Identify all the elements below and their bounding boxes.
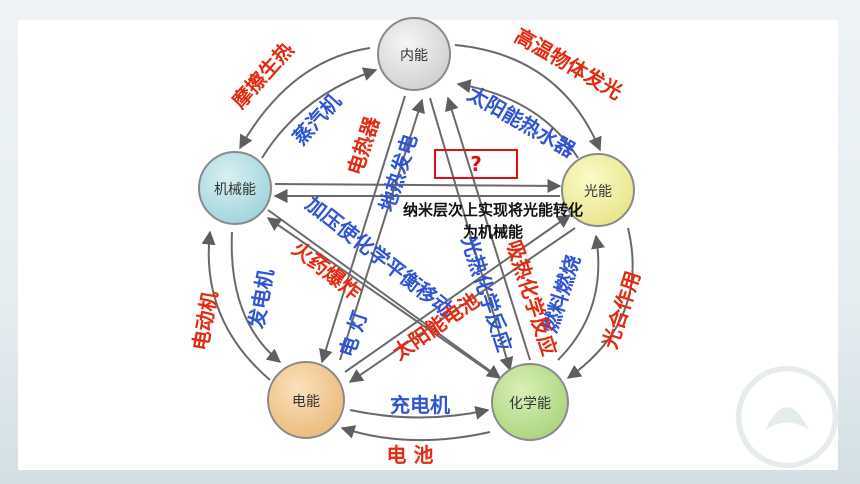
- arrow-internal-to-light: [454, 44, 602, 152]
- label-hot-body: 高温物体发光: [511, 24, 627, 105]
- arrow-internal-to-elec: [339, 98, 425, 361]
- node-label-internal: 内能: [400, 48, 428, 64]
- label-motor: 电动机: [188, 289, 222, 352]
- arrow-mech-to-elec: [230, 231, 282, 363]
- arrow-mech-to-light: [274, 178, 562, 193]
- label-photosynthesis: 光合作用: [597, 268, 645, 352]
- node-label-chemical: 化学能: [509, 396, 551, 412]
- arrow-chem-to-mech: [266, 217, 491, 373]
- arrow-light-to-chem-outer: [566, 227, 634, 379]
- node-mechanical-energy: 机械能: [198, 151, 272, 225]
- node-label-mechanical: 机械能: [214, 182, 256, 198]
- arrows: [201, 44, 634, 442]
- node-chemical-energy: 化学能: [491, 363, 569, 441]
- label-generator: 发电机: [244, 267, 278, 331]
- arrow-mech-to-internal: [261, 67, 378, 159]
- node-electric-energy: 电能: [267, 361, 345, 439]
- nano-note: 纳米层次上实现将光能转化为机械能: [402, 201, 583, 241]
- label-friction: 摩擦生热: [227, 38, 298, 114]
- arrow-elec-to-light: [344, 214, 572, 373]
- arrow-elec-to-mech-outer: [201, 230, 271, 381]
- node-label-light: 光能: [584, 184, 612, 200]
- arrow-light-to-internal: [456, 79, 579, 159]
- arrow-chem-to-internal: [445, 96, 531, 361]
- arrow-elec-to-internal: [319, 95, 406, 364]
- label-lamp: 电 灯: [335, 308, 372, 360]
- arrow-elec-to-chem: [349, 405, 490, 420]
- diagram-panel: [18, 20, 838, 470]
- node-light-energy: 光能: [561, 153, 635, 227]
- node-internal-energy: 内能: [377, 17, 451, 91]
- arrow-chem-to-elec-outer: [340, 425, 491, 442]
- label-charger: 充电机: [390, 393, 450, 417]
- label-heater: 电热器: [343, 113, 385, 178]
- node-label-electric: 电能: [292, 394, 320, 410]
- arrow-chem-to-light: [557, 234, 605, 361]
- arrow-light-to-elec: [348, 227, 576, 383]
- arrow-mech-to-chem: [267, 209, 502, 379]
- label-battery: 电 池: [387, 443, 434, 467]
- arrow-internal-to-mech-outer: [239, 47, 371, 150]
- label-steam-engine: 蒸汽机: [288, 89, 346, 150]
- arrow-internal-to-chem: [429, 97, 514, 372]
- watermark-logo-icon: [735, 365, 839, 469]
- question-box: ?: [434, 149, 518, 179]
